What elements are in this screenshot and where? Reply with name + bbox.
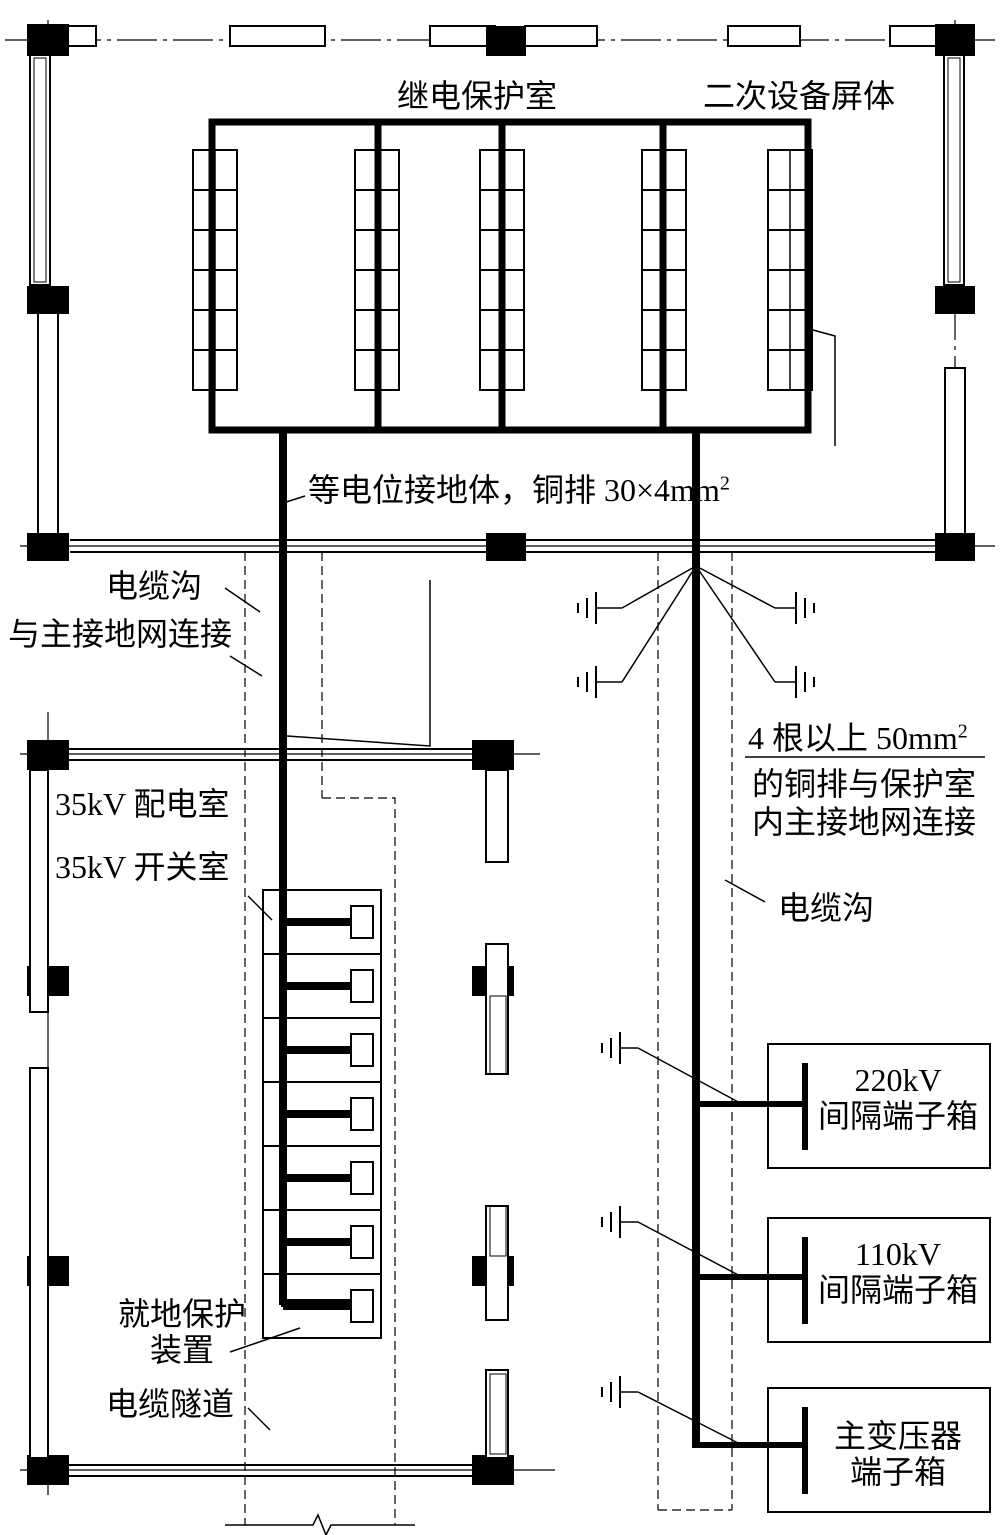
terminal-box-transformer: [692, 1387, 991, 1513]
columns: [27, 24, 975, 1485]
terminal-ground-connectors: [620, 1047, 743, 1446]
protection-device: [350, 969, 374, 1003]
terminal-box-110kv: [696, 1217, 991, 1343]
cable-tunnel-label: 电缆隧道: [106, 1386, 235, 1422]
room-35kv-distribution-label: 35kV 配电室: [55, 786, 230, 822]
cable-trench-left-label: 电缆沟: [106, 568, 203, 604]
box-transformer-label-1: 主变压器: [833, 1418, 962, 1454]
cable-trench-lines: [244, 552, 733, 1525]
switchgear: [262, 889, 382, 1339]
copper-bars-label-2: 的铜排与保护室: [752, 766, 977, 802]
switchgear-rows: [263, 905, 381, 1323]
ground-symbol: [601, 1205, 621, 1239]
box-110kv-label-2: 间隔端子箱: [817, 1272, 978, 1308]
protection-device: [350, 905, 374, 939]
panel-frame: [208, 118, 812, 434]
ground-symbol: [601, 1031, 621, 1065]
cable-trench-right-label: 电缆沟: [778, 890, 875, 926]
box-transformer-label-2: 端子箱: [849, 1454, 946, 1490]
terminal-box-220kv: [696, 1043, 991, 1169]
room-35kv-switch-label: 35kV 开关室: [55, 849, 230, 885]
ground-bus-superscript: 2: [719, 472, 730, 495]
ground-symbol: [577, 665, 597, 699]
copper-bars-text: 4 根以上 50mm: [748, 720, 958, 756]
copper-bars-superscript: 2: [957, 720, 968, 743]
relay-room-label: 继电保护室: [397, 78, 558, 114]
leader-lines: [224, 329, 985, 1431]
protection-device: [350, 1161, 374, 1195]
protection-device: [350, 1097, 374, 1131]
local-protection-label-2: 装置: [150, 1332, 215, 1368]
ground-bus-text: 等电位接地体，铜排 30×4mm: [308, 472, 720, 508]
break-mark: [225, 1513, 415, 1535]
ground-connectors: [596, 565, 796, 683]
protection-device: [350, 1225, 374, 1259]
panel-cells: [192, 149, 813, 391]
box-110kv-label-1: 110kV: [855, 1236, 941, 1272]
box-220kv-label-2: 间隔端子箱: [817, 1098, 978, 1134]
protection-device: [350, 1289, 374, 1323]
ground-symbol: [795, 665, 815, 699]
protection-device: [350, 1033, 374, 1067]
ground-bus-label: 等电位接地体，铜排 30×4mm2: [308, 472, 730, 508]
ground-symbol: [795, 591, 815, 625]
switch-room-walls: [29, 748, 509, 1477]
copper-bars-label-1: 4 根以上 50mm2: [748, 720, 968, 756]
ground-symbol: [601, 1375, 621, 1409]
box-220kv-label-1: 220kV: [854, 1062, 942, 1098]
copper-bars-label-3: 内主接地网连接: [752, 804, 977, 840]
secondary-panels-label: 二次设备屏体: [703, 78, 896, 114]
connect-main-grid-label: 与主接地网连接: [8, 616, 233, 652]
ground-symbol: [577, 591, 597, 625]
local-protection-label-1: 就地保护: [118, 1296, 247, 1332]
